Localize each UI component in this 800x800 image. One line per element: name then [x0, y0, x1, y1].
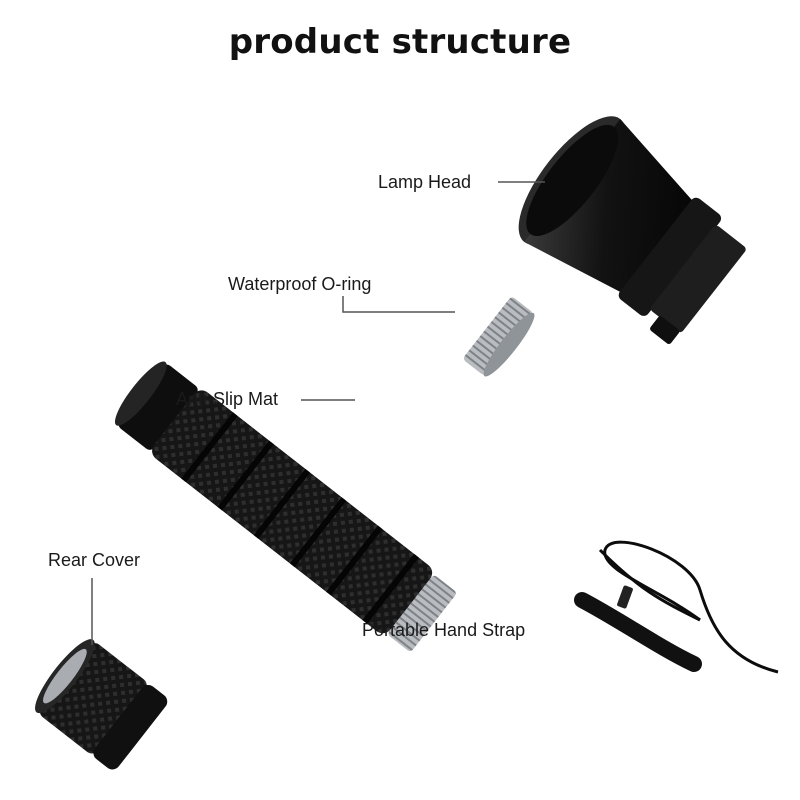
- label-hand-strap: Portable Hand Strap: [362, 620, 526, 640]
- handle-top-opening: [114, 361, 167, 426]
- tail-threads: [388, 575, 456, 651]
- rear-cover-inner: [43, 648, 87, 704]
- strap-grip: [574, 592, 702, 672]
- strap-cord: [603, 540, 779, 674]
- lamp-head: [518, 116, 746, 344]
- rear-cover: [35, 639, 168, 770]
- hand-strap: [574, 540, 779, 674]
- label-rear-cover: Rear Cover: [48, 550, 141, 570]
- waterproof-oring: [463, 297, 535, 377]
- rear-cover-base: [93, 684, 168, 770]
- label-anti-slip-mat: Anti-Slip Mat: [176, 389, 279, 409]
- strap-toggle: [617, 585, 633, 609]
- grip-grooves: [181, 412, 419, 624]
- oring-edge: [483, 312, 535, 377]
- lamp-head-reflector-housing: [524, 118, 693, 293]
- oring-threads: [463, 297, 533, 375]
- strap-cord-loop: [598, 548, 701, 622]
- anti-slip-mat: [152, 390, 433, 634]
- leader-oring: [342, 296, 455, 313]
- page-title: product structure: [228, 22, 572, 62]
- label-waterproof-oring: Waterproof O-ring: [228, 274, 372, 294]
- lamp-head-lens: [526, 124, 619, 237]
- lamp-head-switch-section: [650, 225, 746, 333]
- label-lamp-head: Lamp Head: [378, 172, 472, 192]
- handle-top-cap: [118, 364, 198, 450]
- leader-lines: [91, 181, 545, 645]
- lamp-head-collar: [618, 197, 722, 316]
- handle-body: [114, 361, 456, 651]
- rear-cover-knurling: [39, 643, 147, 754]
- switch-button: [650, 316, 680, 344]
